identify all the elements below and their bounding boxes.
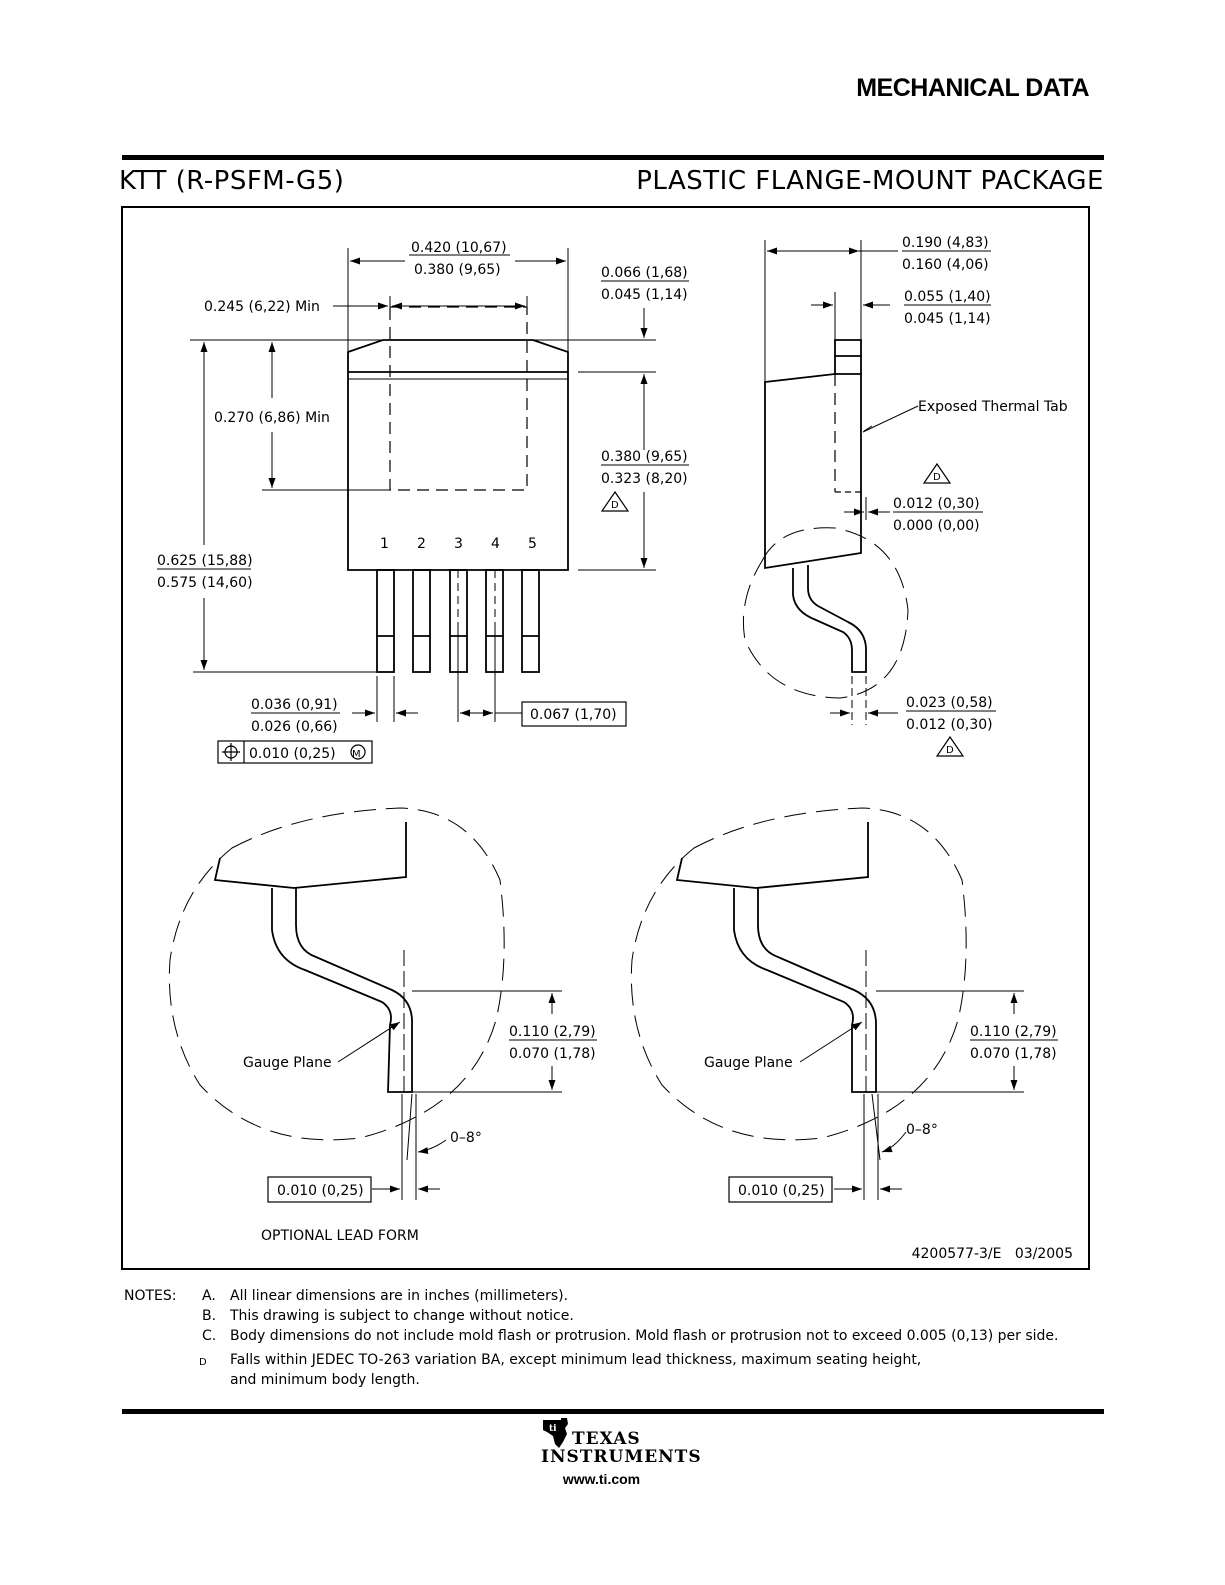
note-text: All linear dimensions are in inches (mil… (230, 1288, 569, 1304)
package-code: KTT (R-PSFM-G5) (119, 166, 345, 196)
note-text: Body dimensions do not include mold flas… (230, 1328, 1059, 1344)
dim-tab-width-min: 0.245 (6,22) Min (204, 299, 320, 315)
note-d-flag-icon: D (199, 1357, 207, 1368)
dim-lead-pitch: 0.067 (1,70) (530, 707, 617, 723)
note-d-flag-2: D (933, 472, 941, 483)
dim-lead-thickness-min: 0.012 (0,30) (906, 717, 993, 733)
note-text: Falls within JEDEC TO-263 variation BA, … (230, 1352, 922, 1368)
dim-lead-length-min-right: 0.070 (1,78) (970, 1046, 1057, 1062)
dim-overall-width-max: 0.420 (10,67) (411, 240, 507, 256)
company-name-line2: INSTRUMENTS (541, 1447, 702, 1467)
dim-tab-thickness-min: 0.045 (1,14) (904, 311, 991, 327)
dim-overall-length-max: 0.625 (15,88) (157, 553, 253, 569)
package-type: PLASTIC FLANGE-MOUNT PACKAGE (636, 166, 1104, 196)
lead-detail-left (168, 807, 562, 1203)
dim-lead-width-max: 0.036 (0,91) (251, 697, 338, 713)
dim-body-length-min: 0.323 (8,20) (601, 471, 688, 487)
dim-seated-height-max: 0.190 (4,83) (902, 235, 989, 251)
angle-label-left: 0–8° (450, 1130, 482, 1146)
dim-box-left: 0.010 (0,25) (277, 1183, 364, 1199)
bottom-rule (122, 1409, 1104, 1414)
top-rule (122, 155, 1104, 160)
dim-tab-height-min: 0.045 (1,14) (601, 287, 688, 303)
dim-tab-thickness-max: 0.055 (1,40) (904, 289, 991, 305)
dim-lead-length-max-right: 0.110 (2,79) (970, 1024, 1057, 1040)
note-text: and minimum body length. (230, 1372, 420, 1388)
side-view (764, 339, 867, 673)
gauge-plane-label-left: Gauge Plane (243, 1055, 332, 1071)
position-tolerance-frame (217, 740, 373, 764)
dim-overall-length-min: 0.575 (14,60) (157, 575, 253, 591)
note-letter: C. (202, 1328, 217, 1344)
gauge-plane-label-right: Gauge Plane (704, 1055, 793, 1071)
dim-box-right: 0.010 (0,25) (738, 1183, 825, 1199)
dim-lead-width-min: 0.026 (0,66) (251, 719, 338, 735)
optional-lead-form-label: OPTIONAL LEAD FORM (261, 1228, 419, 1244)
svg-text:ti: ti (549, 1424, 557, 1434)
dim-lead-length-max-left: 0.110 (2,79) (509, 1024, 596, 1040)
pin-label-5: 5 (528, 536, 537, 552)
notes-label: NOTES: (124, 1288, 177, 1304)
company-name-line1: TEXAS (572, 1429, 641, 1449)
thermal-tab-label: Exposed Thermal Tab (918, 399, 1068, 415)
lead-detail-right (630, 807, 1024, 1203)
dim-seated-height-min: 0.160 (4,06) (902, 257, 989, 273)
ti-logo-icon: ti (543, 1418, 568, 1448)
angle-label-right: 0–8° (906, 1122, 938, 1138)
note-d-flag-1: D (611, 500, 619, 511)
pin-label-1: 1 (380, 536, 389, 552)
dim-standoff-max: 0.012 (0,30) (893, 496, 980, 512)
website-link[interactable]: www.ti.com (0, 1471, 1225, 1487)
dim-body-length-max: 0.380 (9,65) (601, 449, 688, 465)
pin-label-4: 4 (491, 536, 500, 552)
dim-lead-thickness-max: 0.023 (0,58) (906, 695, 993, 711)
dim-position-tolerance: 0.010 (0,25) (249, 746, 336, 762)
note-text: This drawing is subject to change withou… (230, 1308, 574, 1324)
note-d-flag-3: D (946, 745, 954, 756)
section-header: MECHANICAL DATA (856, 74, 1089, 102)
dim-standoff-min: 0.000 (0,00) (893, 518, 980, 534)
mechanical-drawing: 0.420 (10,67) 0.380 (9,65) 0.066 (1,68) … (121, 206, 1090, 1270)
pin-label-2: 2 (417, 536, 426, 552)
dim-lead-length-min-left: 0.070 (1,78) (509, 1046, 596, 1062)
website-text[interactable]: www.ti.com (562, 1471, 641, 1487)
dim-overall-width-min: 0.380 (9,65) (414, 262, 501, 278)
drawing-frame (121, 206, 1090, 1270)
dim-tab-length-min: 0.270 (6,86) Min (214, 410, 330, 426)
modifier-m: M (352, 749, 361, 760)
dim-tab-height-max: 0.066 (1,68) (601, 265, 688, 281)
note-letter: B. (202, 1308, 217, 1324)
pin-label-3: 3 (454, 536, 463, 552)
lead-pitch-box (521, 701, 627, 727)
note-letter: A. (202, 1288, 216, 1304)
drawing-number: 4200577-3/E 03/2005 (912, 1246, 1073, 1262)
